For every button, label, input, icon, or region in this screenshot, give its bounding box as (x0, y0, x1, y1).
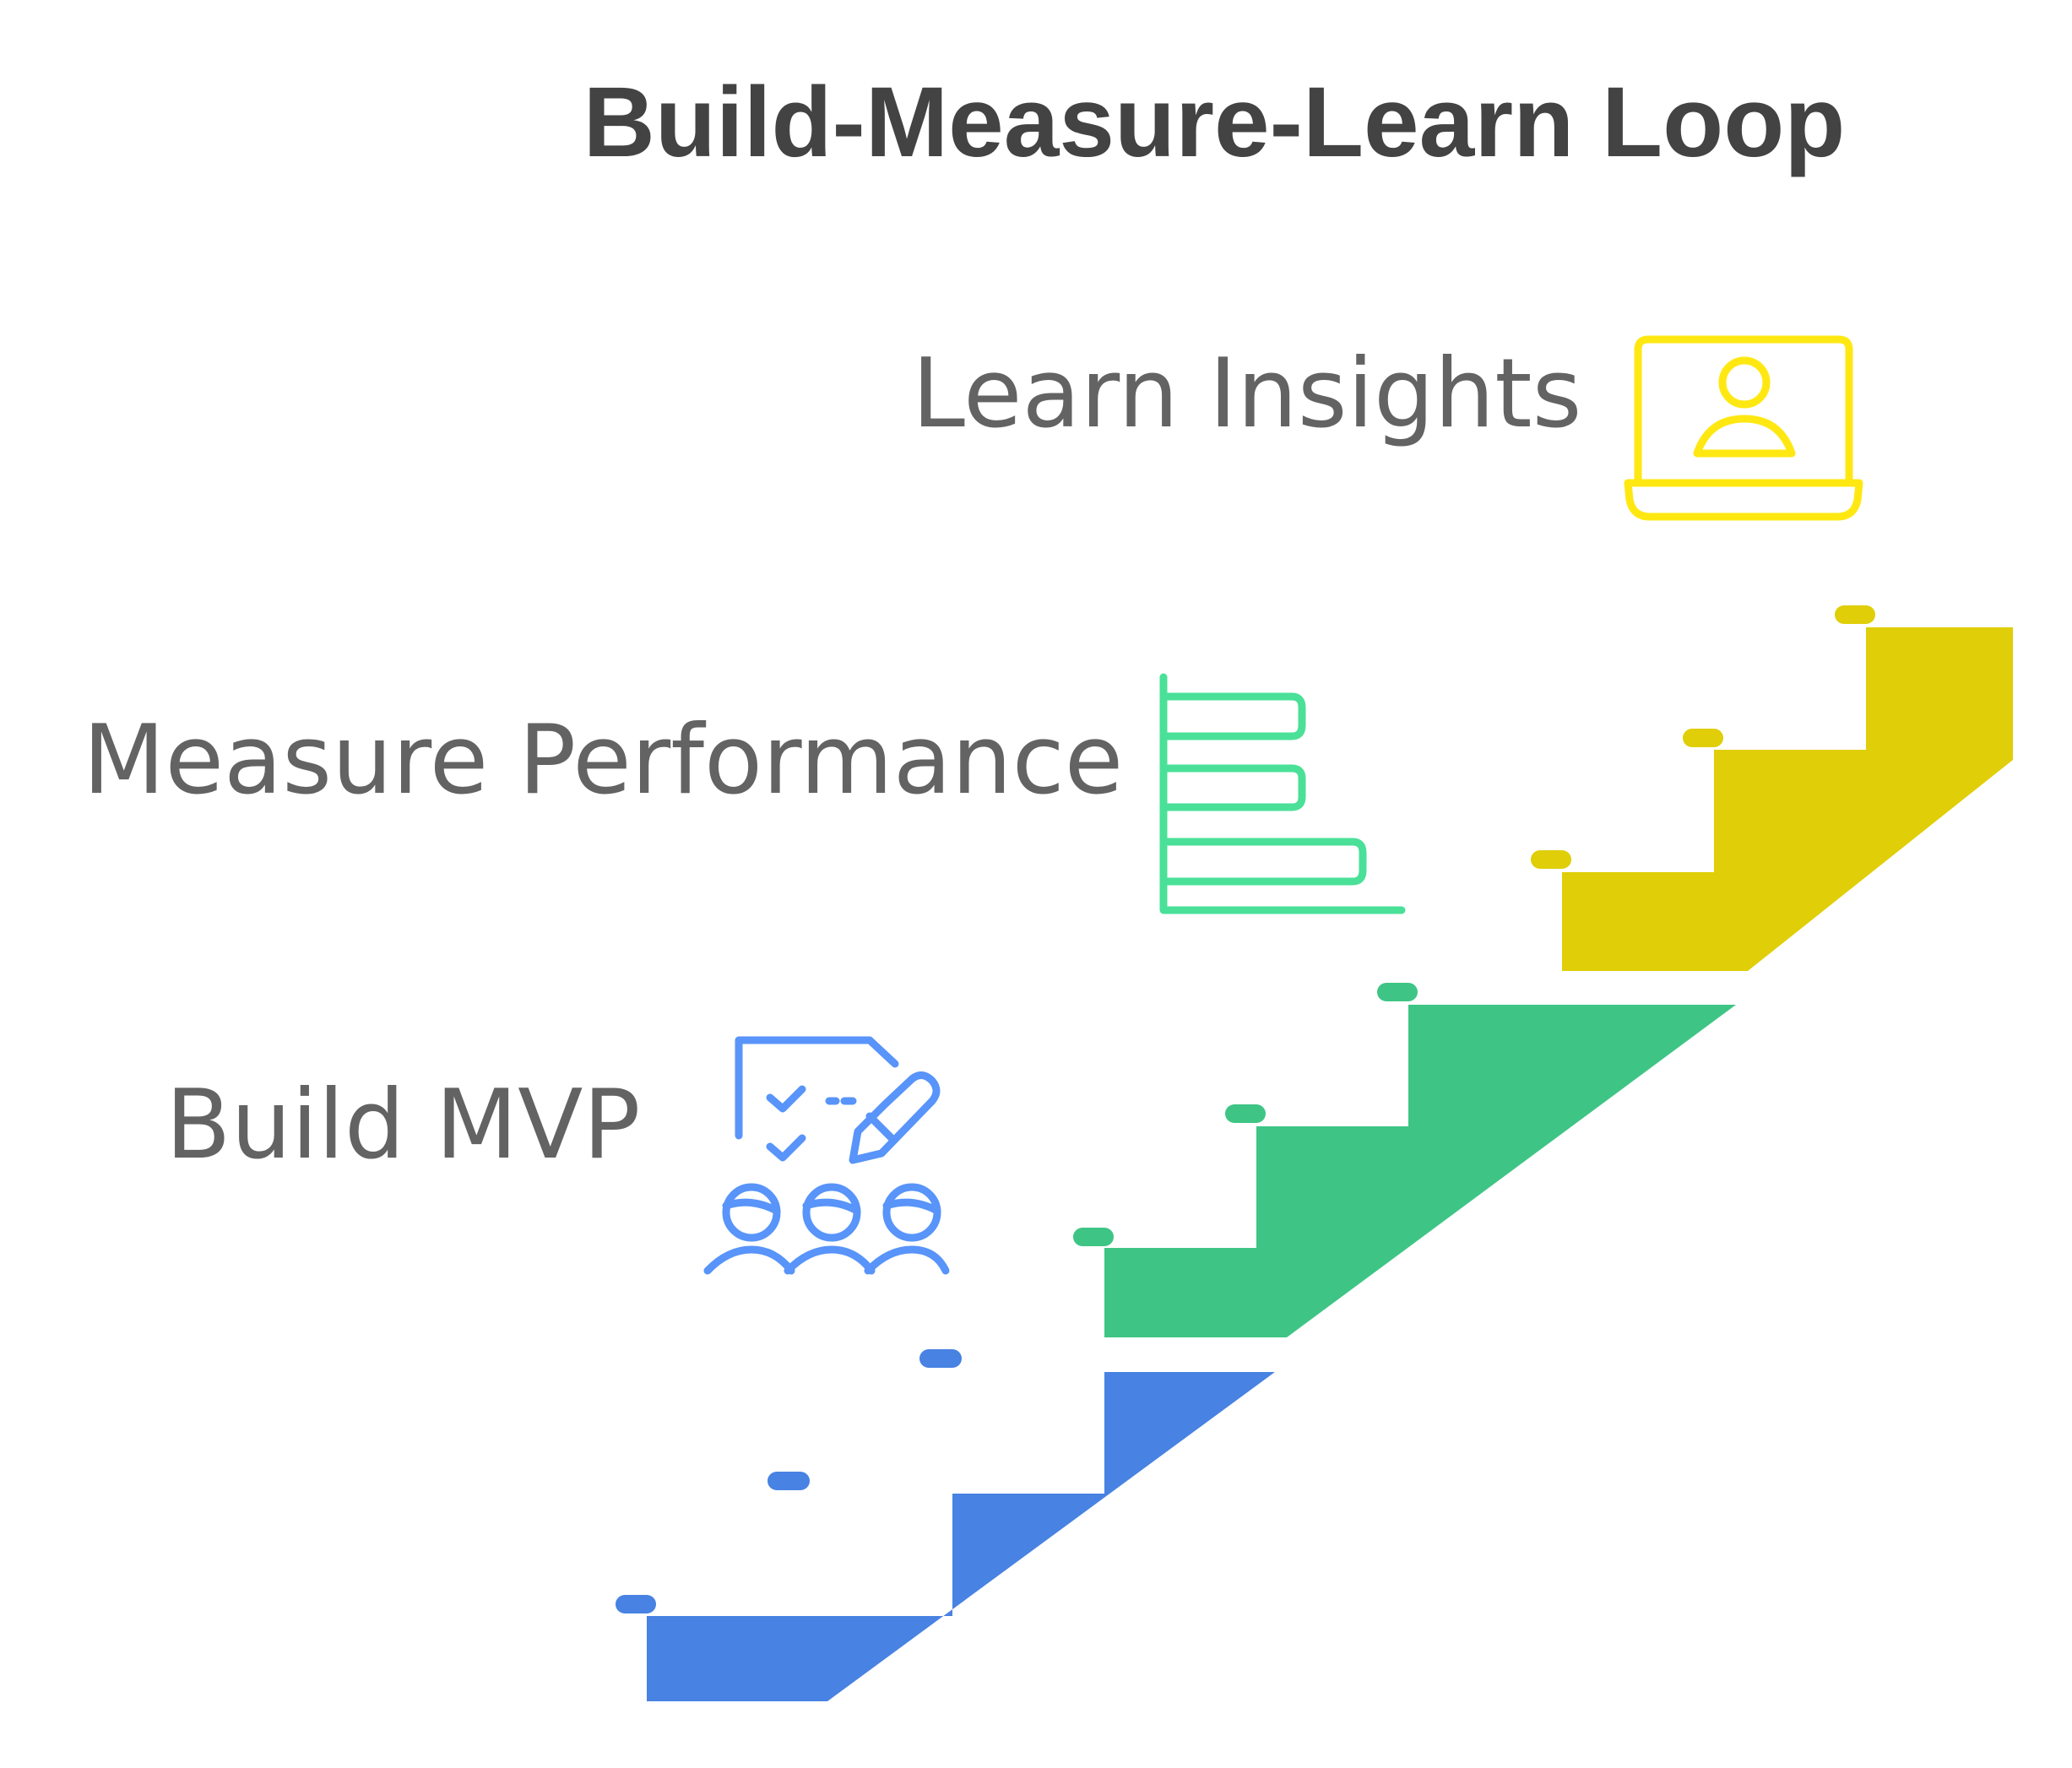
bar-chart-icon (1159, 673, 1406, 914)
stair-fill-learn (1562, 627, 2013, 971)
stair-segment-measure (1073, 983, 1736, 1337)
step-label-build: Build MVP (165, 1069, 641, 1180)
stair-fill-measure (1104, 1005, 1736, 1337)
step-label-learn: Learn Insights (912, 338, 1581, 449)
stair-segment-build (616, 1349, 1275, 1701)
stair-nosing-build (616, 1349, 962, 1613)
stair-nosing-learn (1531, 605, 1875, 869)
stair-fill-build (647, 1372, 1275, 1701)
checklist-team-icon (703, 1036, 950, 1275)
diagram-title: Build-Measure-Learn Loop (583, 67, 1846, 178)
stair-segment-learn (1531, 605, 2013, 971)
step-label-measure: Measure Performance (83, 704, 1123, 816)
staircase (616, 605, 2013, 1701)
laptop-user-icon (1624, 335, 1863, 521)
stair-nosing-measure (1073, 983, 1418, 1246)
